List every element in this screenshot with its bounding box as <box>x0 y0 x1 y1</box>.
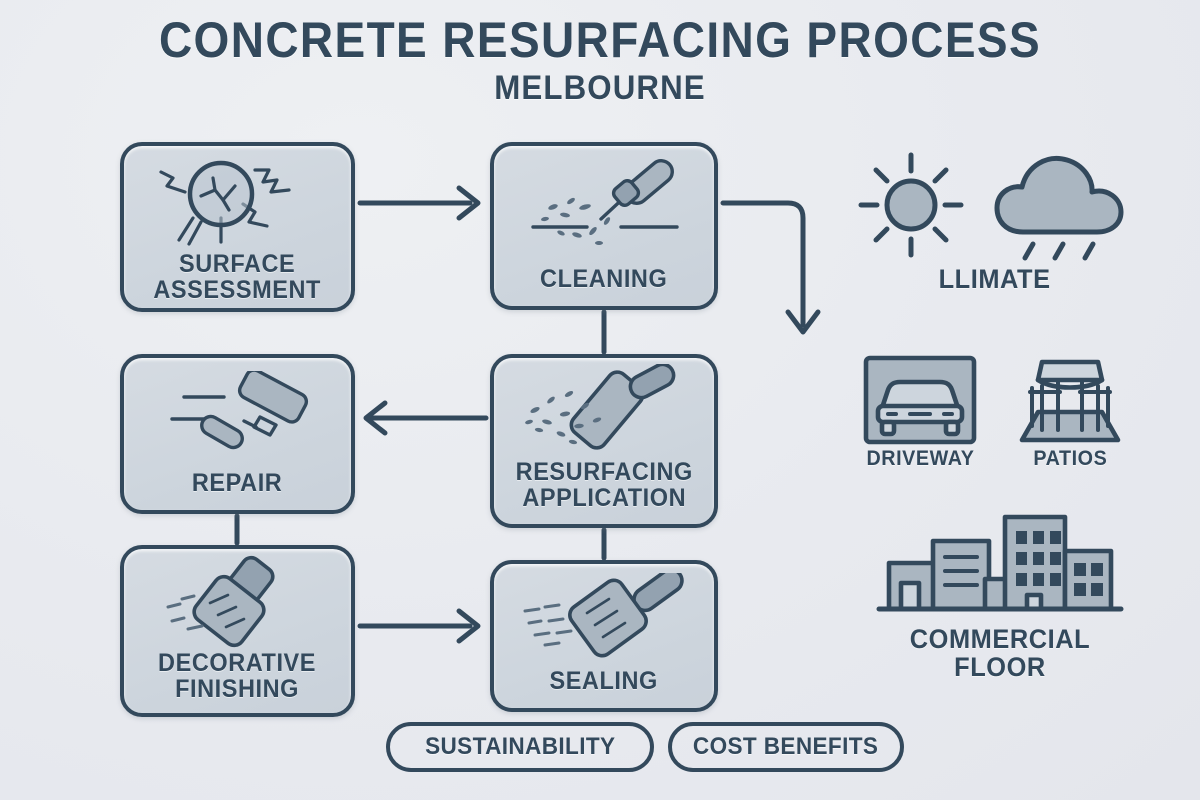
feature-climate: LLIMATE <box>845 140 1145 293</box>
city-buildings-icon <box>876 514 1124 612</box>
process-step-surface-assessment[interactable]: SURFACE ASSESSMENT <box>120 142 355 312</box>
step-label: CLEANING <box>540 264 668 293</box>
icon-area <box>494 358 714 460</box>
step-label: RESURFACING APPLICATION <box>515 458 693 512</box>
rain-cloud-icon <box>994 156 1124 261</box>
icon-area <box>124 358 351 471</box>
patio-table-chairs-icon <box>1019 359 1121 443</box>
process-step-cleaning[interactable]: CLEANING <box>490 142 718 310</box>
page-subtitle: MELBOURNE <box>494 68 706 107</box>
pressure-washer-icon <box>531 159 679 246</box>
connector-decorative-to-sealing <box>357 608 481 644</box>
sealer-applicator-icon <box>523 573 684 658</box>
connector-cleaning-to-climate <box>720 200 821 335</box>
process-step-sealing[interactable]: SEALING <box>490 560 718 712</box>
icon-area <box>124 549 351 651</box>
step-label: SURFACE ASSESSMENT <box>153 250 322 304</box>
header: CONCRETE RESURFACING PROCESS MELBOURNE <box>0 14 1200 106</box>
connector-assessment-to-cleaning <box>357 185 481 221</box>
sun-icon <box>858 152 964 258</box>
process-step-resurfacing-application[interactable]: RESURFACING APPLICATION <box>490 354 718 528</box>
connector-resurfacing-to-repair <box>363 400 489 436</box>
badge-label: SUSTAINABILITY <box>424 733 616 760</box>
feature-label: COMMERCIAL FLOOR <box>909 624 1091 683</box>
icon-area <box>494 564 714 669</box>
texture-brush-icon <box>166 555 275 648</box>
icon-area <box>494 146 714 267</box>
paint-roller-icon <box>169 371 308 450</box>
badge-label: COST BENEFITS <box>693 733 879 760</box>
badge-sustainability[interactable]: SUSTAINABILITY <box>386 722 654 772</box>
process-step-decorative-finishing[interactable]: DECORATIVE FINISHING <box>120 545 355 717</box>
feature-driveway: DRIVEWAY <box>850 352 990 470</box>
feature-label: PATIOS <box>1033 447 1107 470</box>
feature-patios: PATIOS <box>1000 352 1140 470</box>
step-label: SEALING <box>549 666 659 695</box>
step-label: REPAIR <box>192 468 283 497</box>
feature-label: LLIMATE <box>938 264 1052 294</box>
step-label: DECORATIVE FINISHING <box>158 649 317 703</box>
badge-cost-benefits[interactable]: COST BENEFITS <box>668 722 904 772</box>
feature-label: DRIVEWAY <box>865 447 974 470</box>
car-garage-icon <box>863 355 977 445</box>
climate-icon-row <box>851 140 1139 265</box>
process-step-repair[interactable]: REPAIR <box>120 354 355 514</box>
page-title: CONCRETE RESURFACING PROCESS <box>158 12 1042 68</box>
trowel-spread-icon <box>525 364 676 450</box>
feature-commercial-floor: COMMERCIAL FLOOR <box>860 505 1140 682</box>
magnifier-crack-icon <box>158 160 291 246</box>
icon-area <box>124 146 351 252</box>
